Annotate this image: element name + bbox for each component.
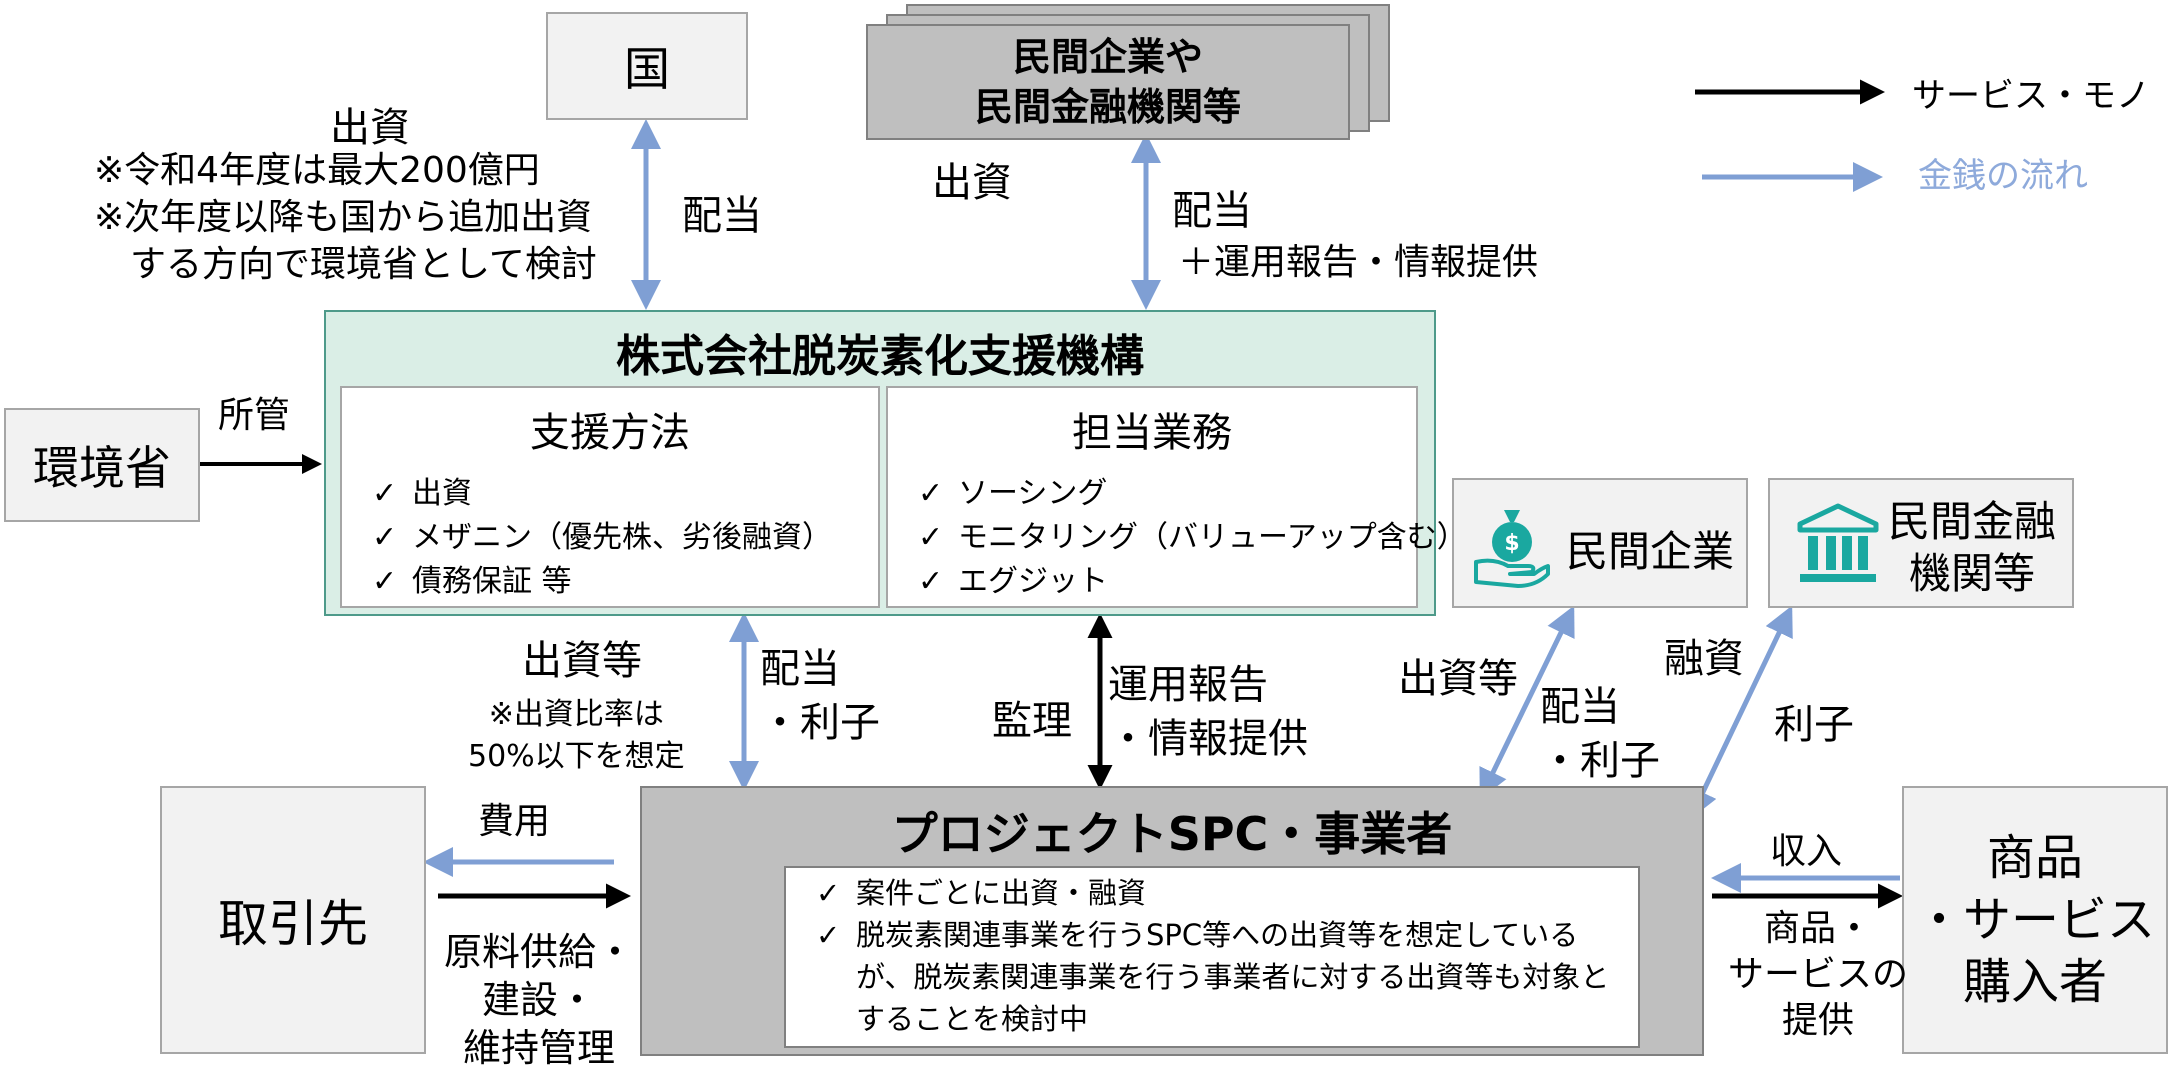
moe-box: 環境省 — [4, 408, 200, 522]
label-investment-etc: 出資等 — [522, 638, 642, 684]
spc-detail-panel: 案件ごとに出資・融資 脱炭素関連事業を行うSPC等への出資等を想定しているが、脱… — [784, 866, 1640, 1048]
label-investment-private: 出資 — [932, 160, 1012, 206]
label-dividend-kuni: 配当 — [682, 193, 762, 239]
private-finance-box: 民間金融 機関等 — [1768, 478, 2074, 608]
money-bag-hand-icon: $ — [1474, 510, 1550, 588]
buyer-box: 商品 ・サービス 購入者 — [1902, 786, 2168, 1054]
spc-item: 脱炭素関連事業を行うSPC等への出資等を想定しているが、脱炭素関連事業を行う事業… — [816, 914, 1616, 1040]
label-dividend-interest: 配当 ・利子 — [760, 646, 880, 746]
buyer-label: 商品 ・サービス 購入者 — [1914, 830, 2155, 1010]
bank-building-icon — [1797, 503, 1879, 582]
support-methods-title: 支援方法 — [530, 410, 690, 456]
spc-item: 案件ごとに出資・融資 — [816, 872, 1616, 914]
arrow-finance-spc — [1689, 605, 1793, 820]
label-supervision: 監理 — [992, 698, 1072, 744]
label-loan: 融資 — [1664, 636, 1744, 682]
label-dividend-interest-right: 配当 ・利子 — [1540, 684, 1660, 784]
label-expense: 費用 — [478, 801, 551, 842]
arrow-company-spc — [1479, 605, 1575, 800]
partner-box: 取引先 — [160, 786, 426, 1054]
label-income: 収入 — [1770, 831, 1843, 872]
legend-money-label: 金銭の流れ — [1918, 156, 2088, 196]
duties-list: ソーシング モニタリング（バリューアップ含む） エグジット — [918, 472, 1467, 604]
support-method-item: 債務保証 等 — [372, 560, 832, 604]
label-goods-provision: 商品・ サービスの 提供 — [1728, 908, 1909, 1041]
kuni-box: 国 — [546, 12, 748, 120]
kuni-label: 国 — [624, 42, 670, 96]
label-investment-etc-right: 出資等 — [1398, 656, 1518, 702]
label-supply: 原料供給・ 建設・ 維持管理 — [444, 930, 635, 1070]
support-methods-panel: 支援方法 出資 メザニン（優先株、劣後融資） 債務保証 等 — [340, 386, 880, 608]
label-interest: 利子 — [1774, 702, 1854, 748]
spc-title: プロジェクトSPC・事業者 — [891, 807, 1453, 861]
private-company-box: $ 民間企業 — [1452, 478, 1748, 608]
private-finance-label: 民間金融 機関等 — [1888, 497, 2057, 598]
label-report-private: ＋運用報告・情報提供 — [1178, 242, 1539, 283]
legend-service-label: サービス・モノ — [1912, 76, 2150, 116]
spc-items-list: 案件ごとに出資・融資 脱炭素関連事業を行うSPC等への出資等を想定しているが、脱… — [816, 872, 1616, 1040]
org-title: 株式会社脱炭素化支援機構 — [616, 331, 1144, 382]
duties-panel: 担当業務 ソーシング モニタリング（バリューアップ含む） エグジット — [886, 386, 1467, 608]
support-method-item: メザニン（優先株、劣後融資） — [372, 516, 832, 560]
label-jurisdiction: 所管 — [218, 395, 291, 436]
private-sector-box: 民間企業や 民間金融機関等 — [866, 24, 1350, 140]
support-method-item: 出資 — [372, 472, 832, 516]
private-sector-label: 民間企業や 民間金融機関等 — [974, 35, 1241, 129]
duty-item: ソーシング — [918, 472, 1467, 516]
duties-title: 担当業務 — [1072, 410, 1232, 456]
label-operation-report: 運用報告 ・情報提供 — [1108, 662, 1308, 762]
partner-label: 取引先 — [218, 895, 368, 953]
duty-item: モニタリング（バリューアップ含む） — [918, 516, 1467, 560]
moe-label: 環境省 — [33, 441, 171, 495]
label-dividend-private: 配当 — [1172, 188, 1252, 234]
duty-item: エグジット — [918, 560, 1467, 604]
label-investment-kuni: 出資 — [330, 105, 410, 151]
support-methods-list: 出資 メザニン（優先株、劣後融資） 債務保証 等 — [372, 472, 832, 604]
label-investment-note: ※令和4年度は最大200億円 ※次年度以降も国から追加出資 する方向で環境省とし… — [94, 150, 597, 285]
svg-text:$: $ — [1504, 531, 1519, 556]
private-company-label: 民間企業 — [1566, 527, 1735, 576]
label-investment-ratio-note: ※出資比率は 50%以下を想定 — [468, 697, 685, 774]
org-box: 株式会社脱炭素化支援機構 支援方法 出資 メザニン（優先株、劣後融資） 債務保証… — [324, 310, 1467, 616]
spc-box: プロジェクトSPC・事業者 案件ごとに出資・融資 脱炭素関連事業を行うSPC等へ… — [640, 786, 1704, 1056]
